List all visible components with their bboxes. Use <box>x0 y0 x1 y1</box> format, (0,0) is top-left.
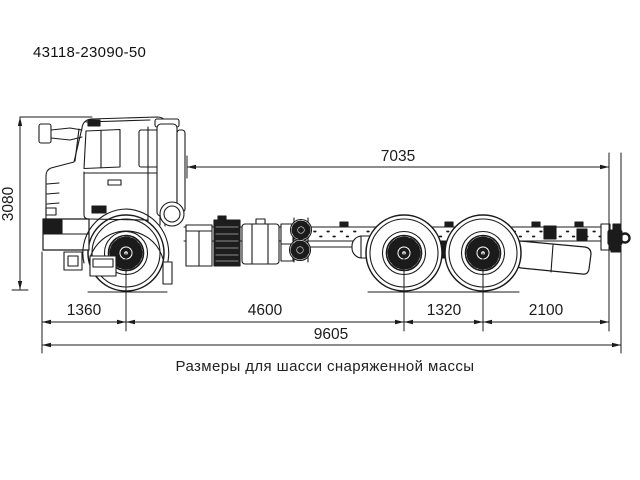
dimension-lines <box>11 116 622 354</box>
dim-3080-label: 3080 <box>0 186 17 221</box>
spare-wheel-winch <box>290 218 312 262</box>
cab-outline <box>45 116 166 227</box>
air-intake <box>154 118 186 227</box>
tow-hitch <box>600 223 631 253</box>
dim-2100-label: 2100 <box>529 302 564 319</box>
dimension-arrows <box>17 117 621 348</box>
dim-4600-label: 4600 <box>248 302 283 319</box>
grille <box>45 182 60 216</box>
mirror <box>38 123 83 144</box>
dim-1320-label: 1320 <box>427 302 462 319</box>
rear-fuel-tank <box>514 225 592 275</box>
front-fender <box>82 208 173 285</box>
dim-7035-label: 7035 <box>381 148 415 165</box>
dim-1360-label: 1360 <box>67 302 102 319</box>
cab-step <box>89 255 117 277</box>
front-bumper <box>42 218 90 271</box>
door-window <box>83 128 121 170</box>
fuel-tank <box>241 218 280 265</box>
dimension-labels: 7035 3080 1360 4600 1320 2100 9605 <box>0 148 564 343</box>
model-number: 43118-23090-50 <box>33 44 147 61</box>
cab-door <box>83 126 149 222</box>
frame-equipment <box>185 215 592 275</box>
sun-visor <box>87 119 101 127</box>
drawing-caption: Размеры для шасси снаряженной массы <box>175 358 475 375</box>
air-reservoir-box <box>185 224 213 267</box>
battery-box <box>213 215 241 267</box>
dim-9605-label: 9605 <box>314 326 348 343</box>
cab <box>38 116 186 285</box>
